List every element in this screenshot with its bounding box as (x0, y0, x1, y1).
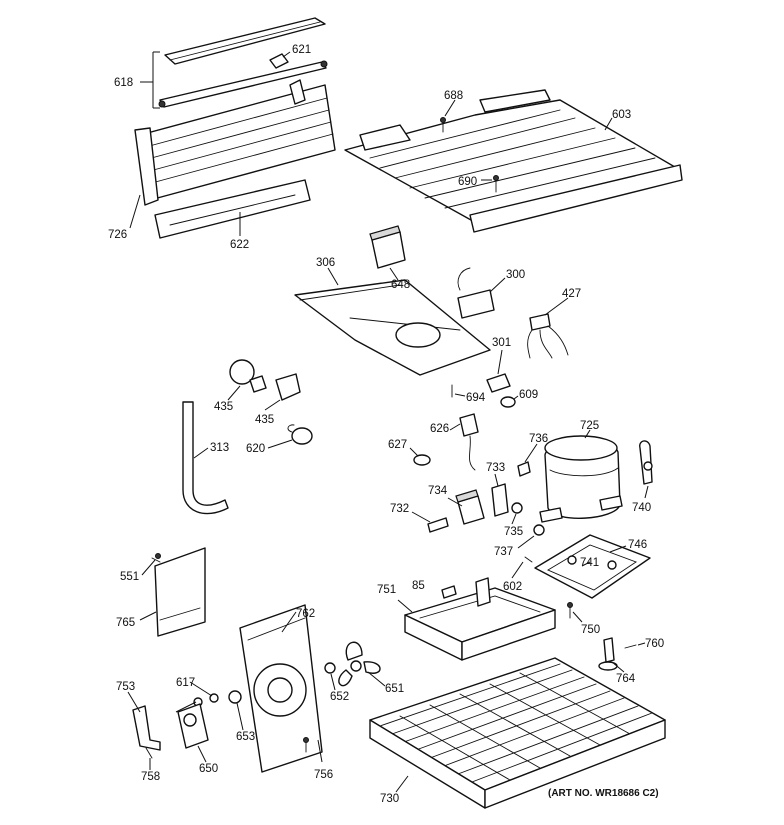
screw-688 (440, 117, 446, 133)
callout-603: 603 (612, 109, 631, 121)
callout-652: 652 (330, 691, 349, 703)
callout-306: 306 (316, 257, 335, 269)
screw-551 (151, 553, 161, 563)
callout-756: 756 (314, 769, 333, 781)
leveler-764 (598, 637, 618, 671)
drain-tube-313 (182, 401, 229, 515)
grommet-627 (413, 454, 431, 466)
callout-620: 620 (246, 443, 265, 455)
fan-shroud-762 (239, 604, 323, 773)
callout-435a: 435 (214, 401, 233, 413)
callout-733: 733 (486, 462, 505, 474)
overload-734 (455, 489, 485, 525)
capacitor-620 (287, 424, 313, 445)
drain-pan-751 (404, 577, 556, 661)
base-plate-746 (534, 534, 651, 599)
callout-751: 751 (377, 584, 396, 596)
callout-726: 726 (108, 229, 127, 241)
power-cord-626 (459, 413, 479, 471)
callout-694: 694 (466, 392, 486, 404)
screw-750 (567, 602, 573, 619)
callout-labels: 618 621 726 622 688 603 690 306 648 300 … (108, 44, 664, 805)
callout-618: 618 (114, 77, 133, 89)
socket-435 (275, 373, 301, 401)
knob-609 (500, 396, 516, 408)
callout-762: 762 (296, 608, 315, 620)
callout-730: 730 (380, 793, 399, 805)
panel-765 (154, 547, 206, 637)
callout-760: 760 (645, 638, 664, 650)
screw-690 (493, 175, 499, 193)
callout-300: 300 (506, 269, 525, 281)
bracket-753 (132, 705, 161, 751)
evaporator-726 (134, 79, 336, 206)
drip-tray-622 (154, 179, 311, 239)
callout-301: 301 (492, 337, 511, 349)
callout-435b: 435 (255, 414, 274, 426)
callout-651: 651 (385, 683, 404, 695)
callout-609: 609 (519, 389, 538, 401)
harness-427 (527, 313, 569, 359)
callout-735: 735 (504, 526, 523, 538)
clip-621 (269, 53, 289, 69)
callout-765: 765 (116, 617, 135, 629)
callout-688: 688 (444, 90, 463, 102)
callout-737: 737 (494, 546, 513, 558)
rail-assembly-618 (158, 17, 328, 108)
timer-648 (369, 225, 406, 269)
callout-690: 690 (458, 176, 477, 188)
grommet-653 (228, 690, 242, 704)
callout-313: 313 (210, 442, 229, 454)
callout-725: 725 (580, 420, 599, 432)
screw-602 (524, 556, 533, 563)
screw-758 (145, 747, 153, 759)
callout-653: 653 (236, 731, 255, 743)
light-bulb-435 (229, 359, 267, 393)
screw-756 (303, 737, 309, 753)
callout-758: 758 (141, 771, 160, 783)
knob-shaft-301 (486, 373, 511, 393)
callout-734: 734 (428, 485, 448, 497)
callout-85: 85 (412, 580, 425, 592)
callout-621: 621 (292, 44, 311, 56)
control-housing-306 (294, 279, 491, 376)
callout-746: 746 (628, 539, 647, 551)
condenser-730 (369, 657, 666, 809)
callout-736: 736 (529, 433, 548, 445)
fan-motor-650 (177, 703, 209, 749)
tube-740 (639, 440, 653, 485)
clip-736 (517, 461, 531, 477)
callout-650: 650 (199, 763, 218, 775)
callout-741: 741 (580, 557, 599, 569)
relay-733 (491, 483, 509, 517)
compressor-725 (539, 435, 623, 523)
grommet-737 (533, 524, 545, 536)
callout-740: 740 (632, 502, 651, 514)
callout-626: 626 (430, 423, 449, 435)
screw-760 (624, 644, 637, 649)
callout-732: 732 (390, 503, 409, 515)
grommet-652 (324, 662, 336, 674)
callout-764: 764 (616, 673, 636, 685)
callout-622: 622 (230, 239, 249, 251)
callout-753: 753 (116, 681, 135, 693)
shelf-603 (344, 89, 683, 233)
callout-427: 427 (562, 288, 581, 300)
callout-750: 750 (581, 624, 600, 636)
thermostat-300 (457, 267, 495, 319)
art-number: (ART NO. WR18686 C2) (548, 788, 659, 799)
bracket-732 (427, 517, 449, 533)
callout-551: 551 (120, 571, 139, 583)
callout-602: 602 (503, 581, 522, 593)
callout-617: 617 (176, 677, 195, 689)
cover-735 (511, 502, 523, 514)
callout-648: 648 (391, 279, 410, 291)
fan-blade-651 (338, 641, 381, 687)
callout-627: 627 (388, 439, 407, 451)
clip-85 (441, 585, 457, 599)
